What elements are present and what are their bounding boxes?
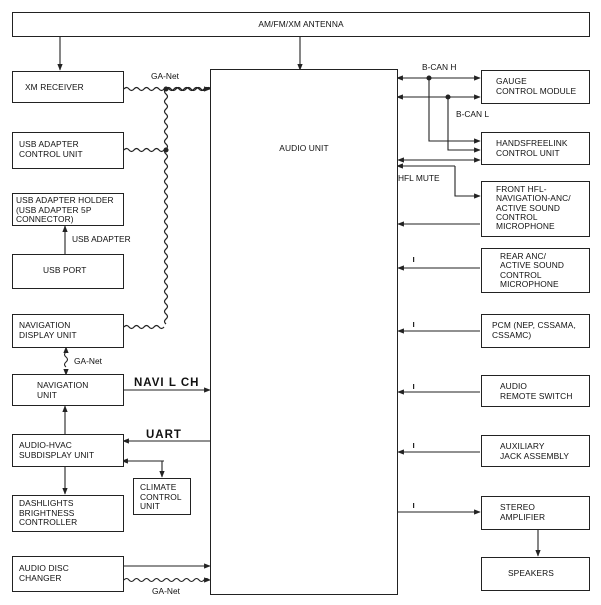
ga-net-mid-label: GA-Net: [74, 356, 102, 366]
audio-remote-switch-block: AUDIO REMOTE SWITCH: [481, 375, 590, 407]
hfl-mute-line: [454, 166, 481, 199]
b-can-h-label: B-CAN H: [422, 62, 457, 72]
gauge-control-block: GAUGE CONTROL MODULE: [481, 70, 590, 104]
antenna-block: AM/FM/XM ANTENNA: [12, 12, 590, 37]
antenna-label: AM/FM/XM ANTENNA: [258, 19, 344, 29]
hfl-mute-label: HFL MUTE: [398, 173, 440, 183]
audio-unit-label: AUDIO UNIT: [279, 143, 329, 153]
navigation-unit-block: NAVIGATION UNIT: [12, 374, 124, 406]
uart-label: UART: [146, 429, 182, 441]
ga-net-bus-top: [123, 86, 212, 330]
usb-adapter-holder-block: USB ADAPTER HOLDER (USB ADAPTER 5P CONNE…: [12, 193, 124, 226]
audio-hvac-subdisplay-block: AUDIO-HVAC SUBDISPLAY UNIT: [12, 434, 124, 467]
front-hfl-mic-block: FRONT HFL- NAVIGATION-ANC/ ACTIVE SOUND …: [481, 181, 590, 237]
auxiliary-jack-block: AUXILIARY JACK ASSEMBLY: [481, 435, 590, 467]
ga-net-top-label: GA-Net: [151, 71, 179, 81]
audio-disc-changer-block: AUDIO DISC CHANGER: [12, 556, 124, 592]
usb-port-block: USB PORT: [12, 254, 124, 289]
handsfreelink-block: HANDSFREELINK CONTROL UNIT: [481, 132, 590, 165]
stereo-amplifier-block: STEREO AMPLIFIER: [481, 496, 590, 530]
b-can-l-label: B-CAN L: [456, 109, 490, 119]
ga-net-bus-bottom: [123, 577, 210, 583]
navigation-display-block: NAVIGATION DISPLAY UNIT: [12, 314, 124, 348]
subdisplay-to-climate-line: [123, 460, 165, 478]
navi-l-ch-label: NAVI L CH: [134, 377, 200, 389]
audio-unit-block: AUDIO UNIT: [210, 69, 398, 595]
pcm-block: PCM (NEP, CSSAMA, CSSAMC): [481, 314, 590, 348]
ga-net-bottom-label: GA-Net: [152, 586, 180, 596]
ga-net-mid-link: [63, 351, 69, 368]
usb-adapter-label: USB ADAPTER: [72, 234, 131, 244]
dashlights-block: DASHLIGHTS BRIGHTNESS CONTROLLER: [12, 495, 124, 532]
xm-receiver-block: XM RECEIVER: [12, 71, 124, 103]
usb-adapter-control-block: USB ADAPTER CONTROL UNIT: [12, 132, 124, 169]
speakers-block: SPEAKERS: [481, 557, 590, 591]
rear-anc-mic-block: REAR ANC/ ACTIVE SOUND CONTROL MICROPHON…: [481, 248, 590, 293]
climate-control-block: CLIMATE CONTROL UNIT: [133, 478, 191, 515]
